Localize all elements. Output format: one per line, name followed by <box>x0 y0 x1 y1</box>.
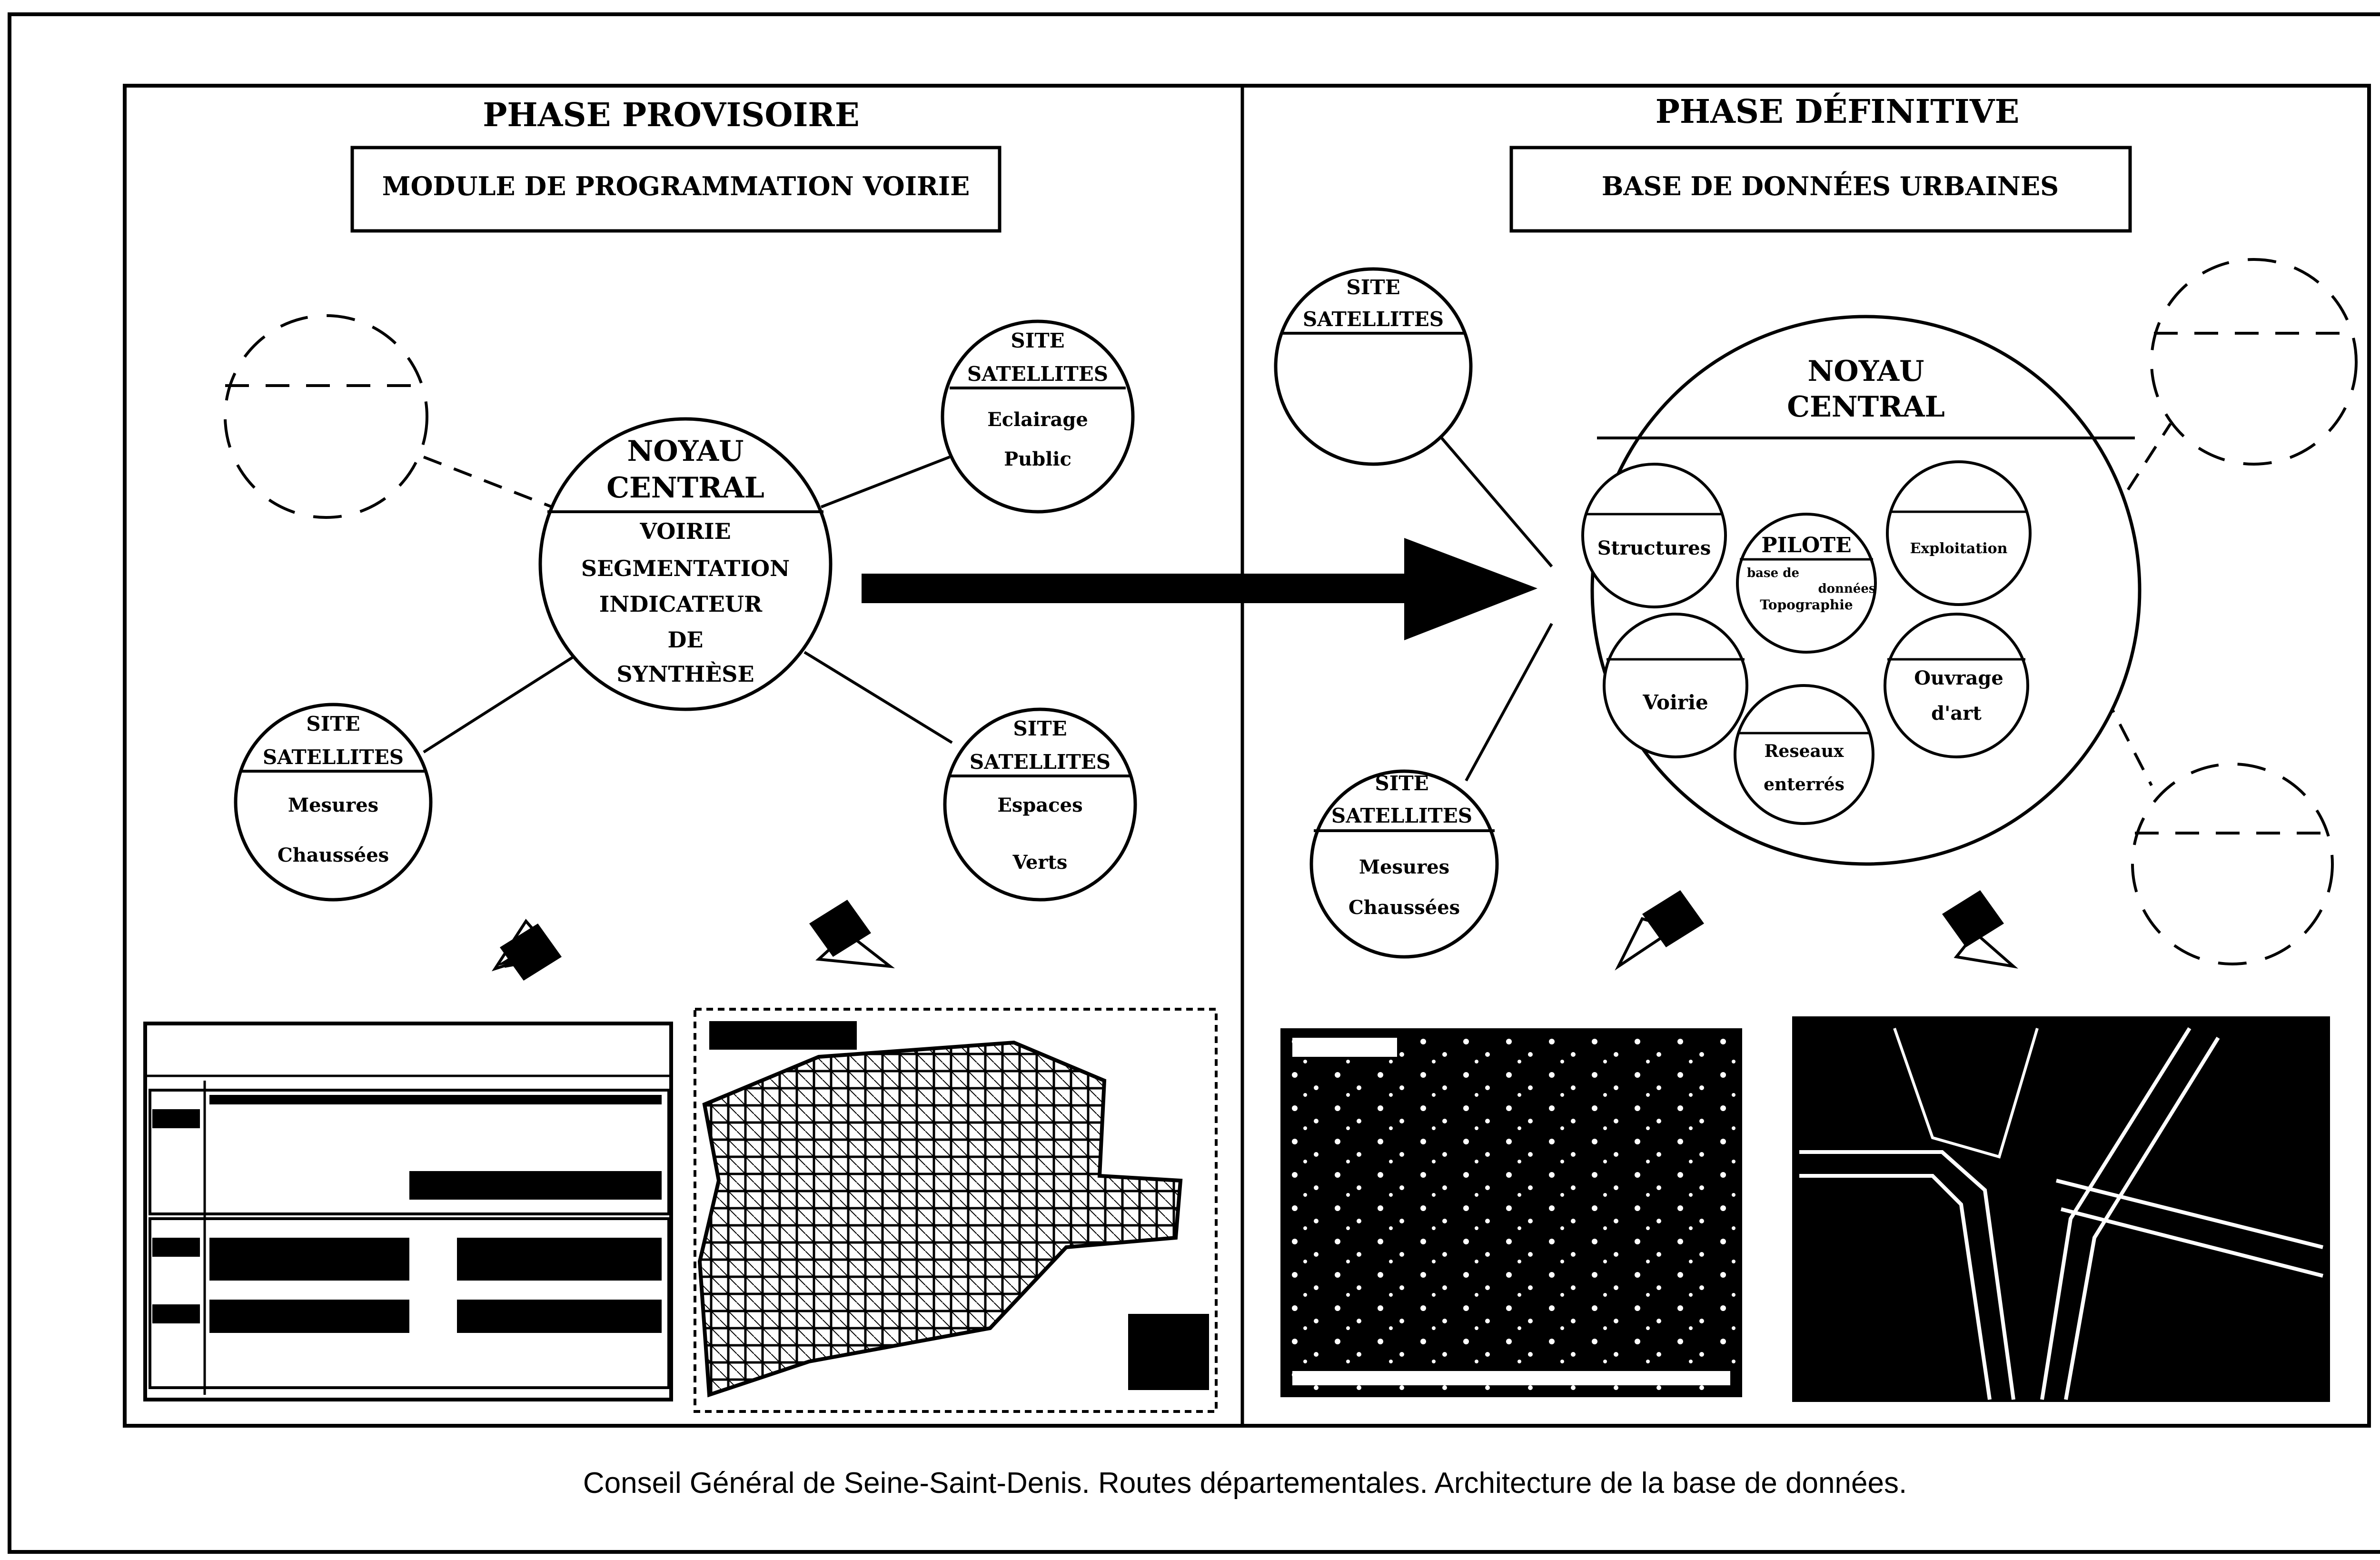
satellite-title-1: SITE <box>1013 717 1067 740</box>
right-panel: PHASE DÉFINITIVE BASE DE DONNÉES URBAINE… <box>1274 93 2358 1402</box>
core-line-2: SEGMENTATION <box>581 556 790 581</box>
satellite-mesures <box>234 703 433 902</box>
connector <box>1465 623 1553 782</box>
module-ouvrage <box>1884 613 2029 758</box>
module-pilote <box>1736 513 1877 654</box>
satellite-title-1: SITE <box>1346 276 1400 299</box>
satellite-label-1: Espaces <box>997 794 1082 816</box>
satellite-label-2: Verts <box>1012 851 1068 874</box>
module-voirie <box>1603 613 1748 758</box>
core-title-2: CENTRAL <box>606 471 764 505</box>
right-phase-title: PHASE DÉFINITIVE <box>1656 93 2020 131</box>
placeholder-satellite <box>2131 763 2334 965</box>
core-title-1: NOYAU <box>1808 355 1924 388</box>
core-line-1: VOIRIE <box>639 518 731 544</box>
down-arrow-icon <box>1615 890 1704 971</box>
module-label: Exploitation <box>1910 540 2008 557</box>
topography-screen-thumbnail <box>1280 1028 1742 1397</box>
core-line-4: DE <box>668 627 704 653</box>
left-panel: PHASE PROVISOIRE MODULE DE PROGRAMMATION… <box>143 96 1218 1413</box>
satellite-label-1: Eclairage <box>987 408 1088 431</box>
satellite-title-2: SATELLITES <box>1331 804 1472 827</box>
down-arrow-icon <box>491 919 562 981</box>
connector <box>1436 432 1553 567</box>
down-arrow-icon <box>809 900 895 969</box>
module-exploitation <box>1886 460 2032 606</box>
satellite-title-1: SITE <box>306 712 360 735</box>
left-module-label: MODULE DE PROGRAMMATION VOIRIE <box>382 171 970 201</box>
connector <box>2074 637 2153 786</box>
street-plan-thumbnail <box>1792 1016 2330 1402</box>
core-line-3: INDICATEUR <box>599 591 763 617</box>
satellite-title-2: SATELLITES <box>970 750 1111 774</box>
pilote-title: PILOTE <box>1761 533 1851 557</box>
satellite-label-1: Mesures <box>288 794 378 816</box>
pilote-line-3: Topographie <box>1760 597 1853 613</box>
placeholder-satellite <box>2150 258 2358 466</box>
satellite-label-2: Public <box>1004 448 1071 470</box>
module-label-1: Reseaux <box>1765 741 1844 761</box>
module-reseaux <box>1734 684 1874 825</box>
connector <box>2074 423 2172 572</box>
connector <box>423 651 582 754</box>
connector <box>820 456 951 508</box>
satellite-title-2: SATELLITES <box>263 745 404 769</box>
connector <box>423 456 553 508</box>
connector <box>803 651 953 744</box>
satellite-title-2: SATELLITES <box>1303 308 1444 331</box>
transition-arrow <box>862 538 1537 640</box>
satellite-label-2: Chaussées <box>1349 896 1460 919</box>
figure-caption: Conseil Général de Seine-Saint-Denis. Ro… <box>583 1467 1907 1500</box>
satellite-mesures <box>1309 769 1499 959</box>
satellite-top-left <box>1274 267 1473 466</box>
programming-chart-thumbnail <box>143 1022 673 1401</box>
page-frame <box>8 12 2380 1554</box>
left-phase-title: PHASE PROVISOIRE <box>483 96 860 134</box>
satellite-label-2: Chaussées <box>278 844 389 866</box>
module-structures <box>1581 463 1727 608</box>
satellite-title-1: SITE <box>1011 329 1064 352</box>
module-label: Voirie <box>1642 691 1708 714</box>
left-core-circle <box>538 417 833 711</box>
module-label-2: enterrés <box>1764 775 1844 795</box>
core-title-1: NOYAU <box>627 435 744 468</box>
satellite-eclairage <box>941 319 1135 514</box>
satellite-title-1: SITE <box>1375 772 1428 795</box>
satellite-label-1: Mesures <box>1359 856 1449 878</box>
placeholder-satellite <box>224 314 428 519</box>
pilote-line-2: données <box>1818 582 1875 596</box>
module-label-2: d'art <box>1931 702 1982 725</box>
pilote-line-1: base de <box>1747 566 1799 580</box>
module-label: Structures <box>1597 537 1711 559</box>
right-module-label: BASE DE DONNÉES URBAINES <box>1602 171 2059 201</box>
satellite-title-2: SATELLITES <box>967 362 1108 386</box>
core-title-2: CENTRAL <box>1787 390 1945 424</box>
down-arrow-icon <box>1942 890 2018 969</box>
module-label-1: Ouvrage <box>1914 667 2003 689</box>
diagram-frame <box>123 84 2371 1428</box>
right-module-box <box>1509 146 2132 233</box>
core-line-5: SYNTHÈSE <box>616 661 754 687</box>
satellite-espaces <box>943 707 1137 902</box>
left-module-box <box>350 146 1002 233</box>
road-map-thumbnail <box>694 1008 1218 1413</box>
